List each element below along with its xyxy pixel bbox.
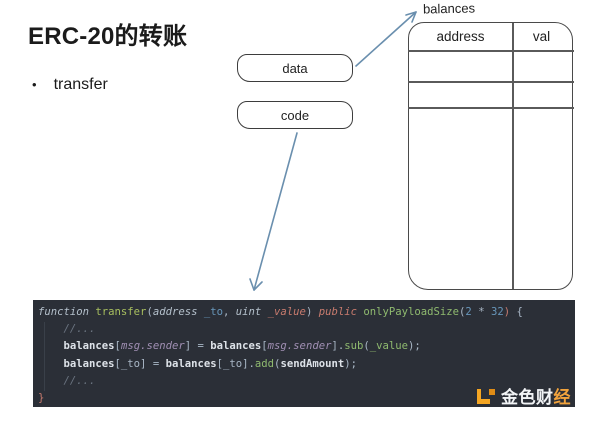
code-lines: function transfer(address _to, uint _val… (33, 304, 575, 407)
code-line: //... (38, 374, 96, 387)
data-box: data (237, 54, 353, 82)
bullet-item-transfer: • transfer (32, 76, 108, 94)
code-line: function transfer(address _to, uint _val… (38, 306, 523, 318)
table-row-divider (408, 107, 574, 109)
code-line: } (38, 392, 45, 405)
table-column-divider (512, 23, 514, 289)
arrow-data-to-balances-head (405, 11, 417, 23)
jinse-logo-icon (477, 386, 496, 405)
code-line: //... (38, 323, 96, 336)
slide-title: ERC-20的转账 (28, 23, 188, 50)
solidity-code-block: function transfer(address _to, uint _val… (33, 300, 575, 407)
logo-dot (489, 389, 495, 395)
arrow-code-to-codeblock (253, 132, 298, 291)
arrow-data-to-balances (355, 11, 417, 67)
logo-left-bar (477, 389, 481, 404)
balances-table-label: balances (422, 0, 476, 17)
watermark-text-orange: 经 (553, 388, 571, 407)
balances-table: address val (408, 22, 574, 290)
table-row-divider (408, 81, 574, 83)
watermark-text-white: 金色财 (501, 388, 554, 407)
logo-bottom-bar (477, 399, 490, 404)
jinse-watermark: 金色财经 (477, 383, 571, 408)
table-header-address: address (436, 29, 485, 44)
code-line: balances[_to] = balances[_to].add(sendAm… (63, 357, 357, 370)
watermark-text: 金色财经 (501, 383, 571, 408)
code-line: balances[msg.sender] = balances[msg.send… (63, 340, 421, 353)
code-box-label: code (280, 107, 310, 123)
data-box-label: data (282, 60, 308, 76)
bullet-text: transfer (53, 76, 108, 93)
table-header-divider (408, 50, 574, 52)
arrow-code-to-codeblock-head (249, 278, 263, 291)
table-header-val: val (532, 29, 551, 44)
code-box: code (237, 101, 353, 129)
bullet-marker: • (32, 77, 37, 92)
